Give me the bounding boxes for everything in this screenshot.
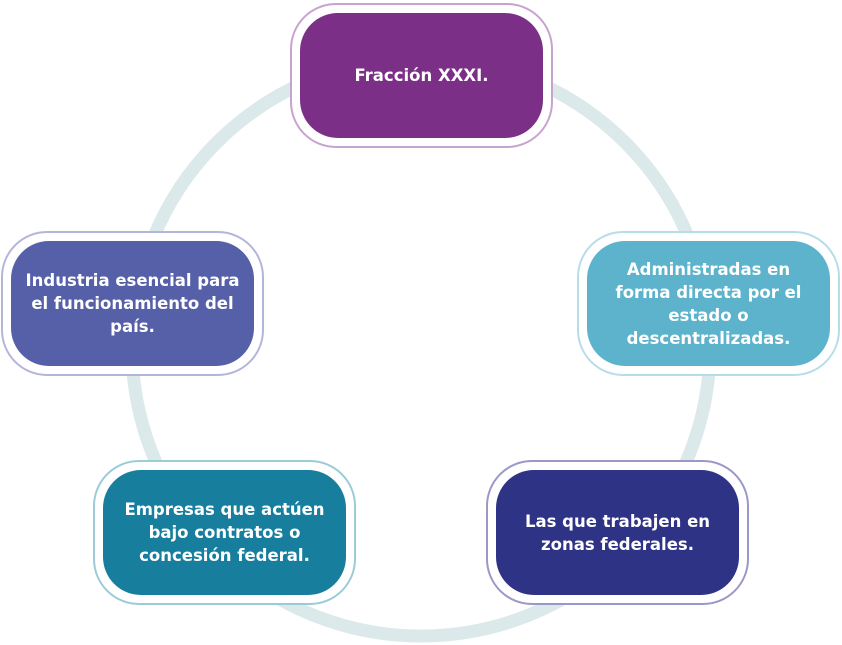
- node-fraccion-xxxi-box: Fracción XXXI.: [300, 13, 543, 138]
- node-empresas-box: Empresas que actúen bajo contratos o con…: [103, 470, 346, 595]
- node-empresas: Empresas que actúen bajo contratos o con…: [93, 460, 356, 605]
- node-industria-esencial: Industria esencial para el funcionamient…: [1, 231, 264, 376]
- node-fraccion-xxxi-label: Fracción XXXI.: [354, 66, 489, 85]
- node-zonas-federales-label: Las que trabajen en zonas federales.: [524, 511, 711, 554]
- node-zonas-federales-box: Las que trabajen en zonas federales.: [496, 470, 739, 595]
- node-industria-esencial-label: Industria esencial para el funcionamient…: [25, 271, 240, 336]
- node-fraccion-xxxi: Fracción XXXI.: [290, 3, 553, 148]
- node-administradas: Administradas en forma directa por el es…: [577, 231, 840, 376]
- node-zonas-federales: Las que trabajen en zonas federales.: [486, 460, 749, 605]
- node-industria-esencial-box: Industria esencial para el funcionamient…: [11, 241, 254, 366]
- node-empresas-label: Empresas que actúen bajo contratos o con…: [124, 500, 325, 565]
- node-administradas-box: Administradas en forma directa por el es…: [587, 241, 830, 366]
- node-administradas-label: Administradas en forma directa por el es…: [615, 259, 802, 348]
